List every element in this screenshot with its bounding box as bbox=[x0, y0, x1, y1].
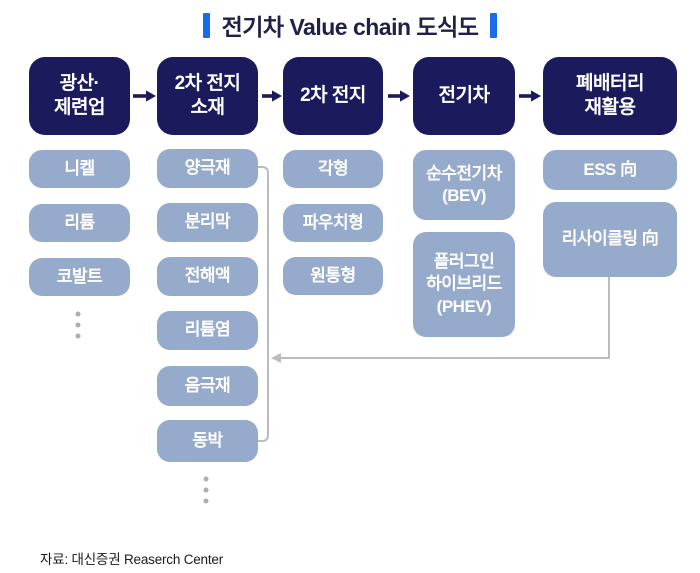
source-note: 자료: 대신증권 Reaserch Center bbox=[40, 552, 224, 567]
flow-arrows bbox=[133, 90, 541, 102]
item-lithium: 리튬 bbox=[29, 204, 130, 242]
flow-arrow-4 bbox=[519, 90, 541, 102]
header-battery-recycling: 폐배터리 재활용 bbox=[543, 57, 677, 135]
flow-arrow-2 bbox=[262, 90, 282, 102]
recycle-feedback-arrowhead bbox=[271, 353, 281, 363]
materials-bracket-line bbox=[254, 166, 269, 442]
header-battery: 2차 전지 bbox=[283, 57, 383, 135]
item-phev: 플러그인 하이브리드 (PHEV) bbox=[413, 232, 515, 337]
flow-arrow-3 bbox=[388, 90, 410, 102]
item-bev: 순수전기차 (BEV) bbox=[413, 150, 515, 220]
item-pouch: 파우치형 bbox=[283, 204, 383, 242]
item-lithium-salt: 리튬염 bbox=[157, 311, 258, 350]
item-cathode: 양극재 bbox=[157, 149, 258, 188]
title-accent-bar-left bbox=[202, 12, 210, 38]
recycle-feedback-line bbox=[280, 277, 610, 359]
header-battery-materials: 2차 전지 소재 bbox=[157, 57, 258, 135]
ellipsis-dots-materials bbox=[203, 476, 209, 504]
header-mining: 광산· 제련업 bbox=[29, 57, 130, 135]
ellipsis-dots-mining bbox=[75, 311, 81, 339]
item-copper-foil: 동박 bbox=[157, 420, 258, 462]
item-electrolyte: 전해액 bbox=[157, 257, 258, 296]
item-separator: 분리막 bbox=[157, 203, 258, 242]
flow-arrow-1 bbox=[133, 90, 156, 102]
item-ess: ESS 向 bbox=[543, 150, 677, 190]
header-ev: 전기차 bbox=[413, 57, 515, 135]
item-prismatic: 각형 bbox=[283, 150, 383, 188]
title-accent-bar-right bbox=[490, 12, 498, 38]
page-title: 전기차 Value chain 도식도 bbox=[0, 8, 700, 42]
title-text: 전기차 Value chain 도식도 bbox=[221, 14, 479, 40]
item-cylindrical: 원통형 bbox=[283, 257, 383, 295]
item-recycling: 리사이클링 向 bbox=[543, 202, 677, 277]
item-nickel: 니켈 bbox=[29, 150, 130, 188]
item-anode: 음극재 bbox=[157, 366, 258, 406]
item-cobalt: 코발트 bbox=[29, 258, 130, 296]
